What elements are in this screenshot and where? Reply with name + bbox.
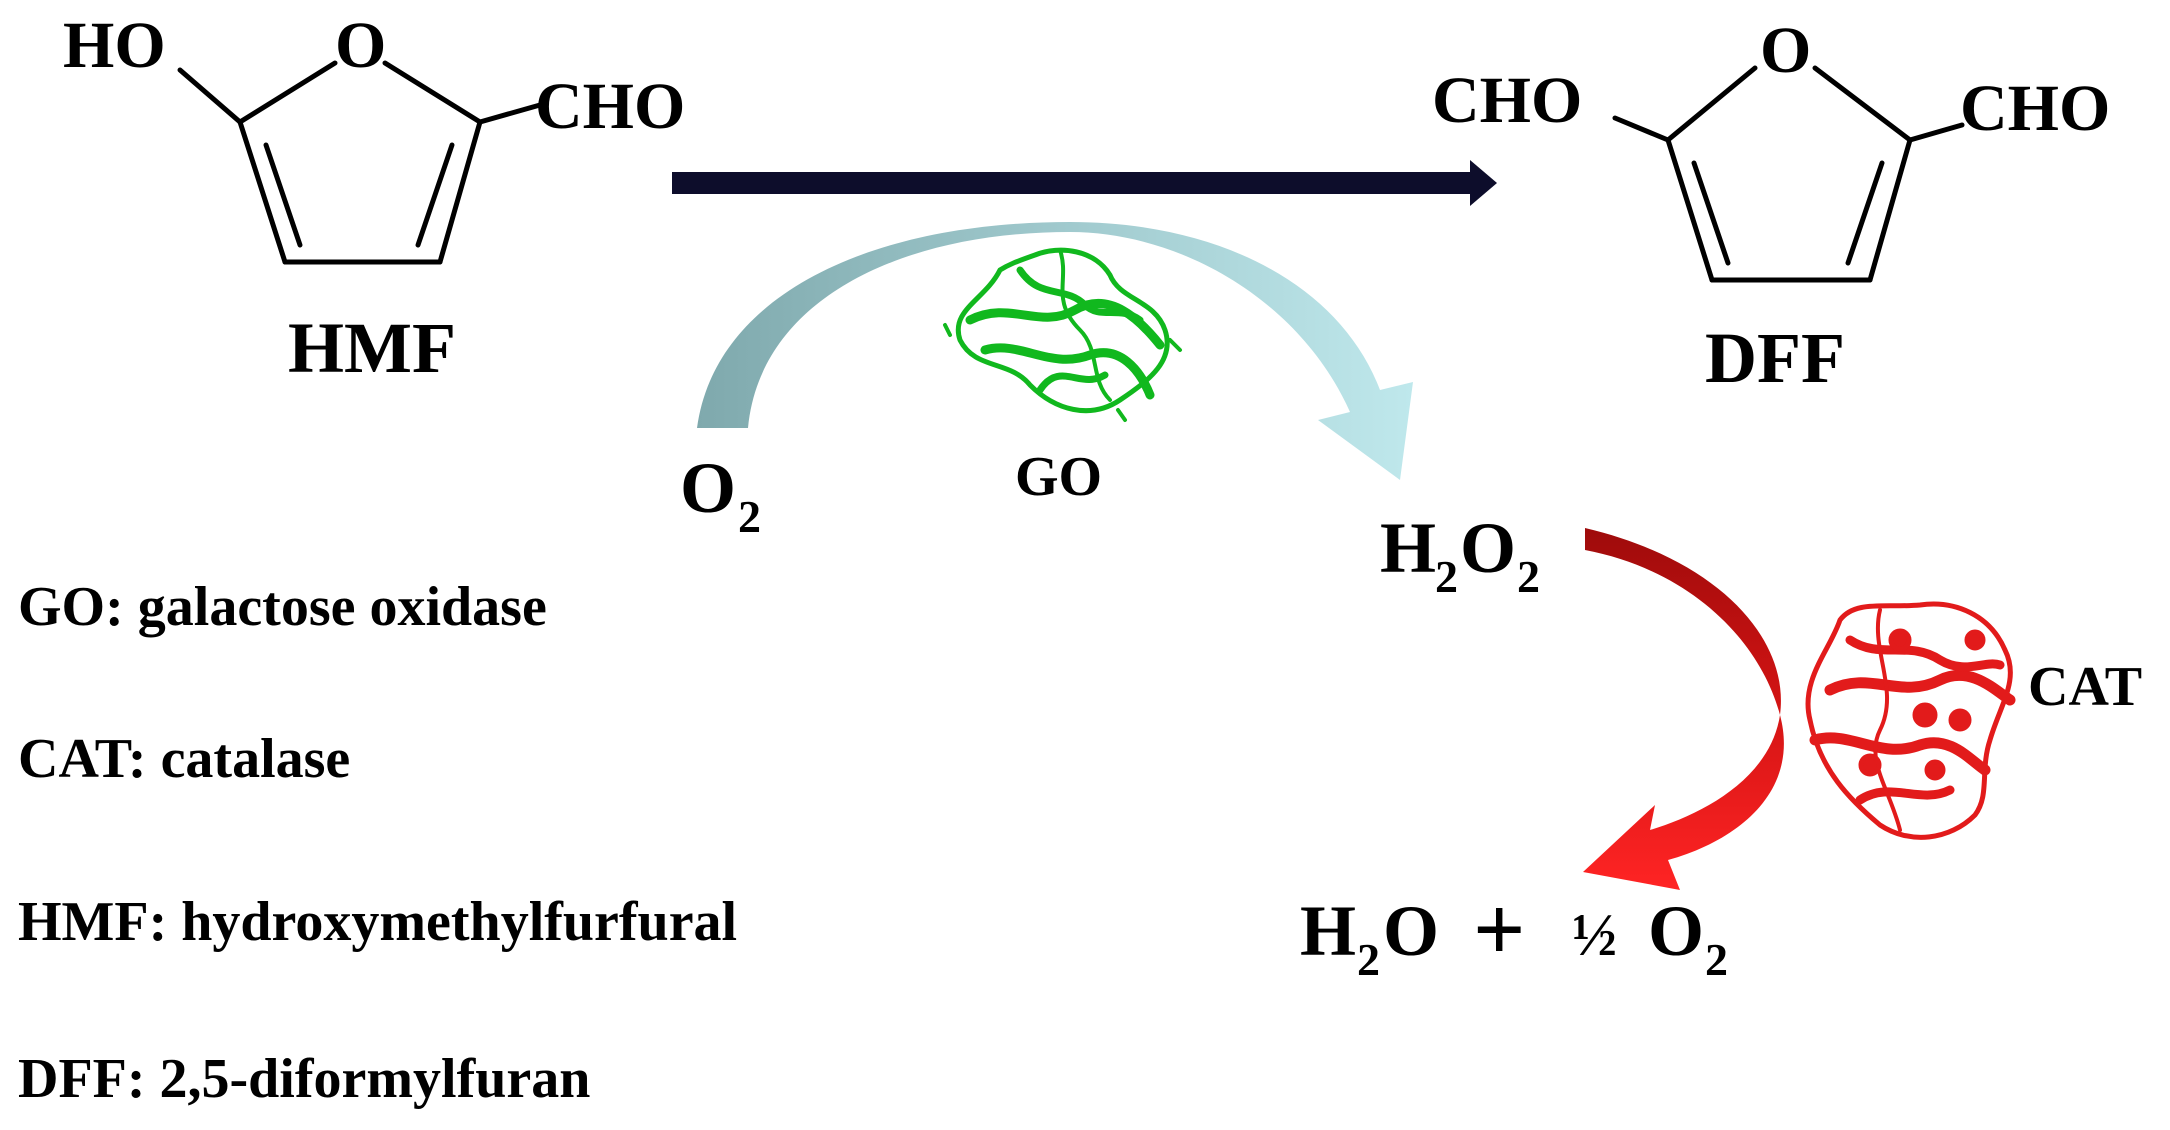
cat-protein-structure: [1805, 601, 2016, 840]
hydrogen-peroxide-label: H 2 O 2: [1380, 508, 1540, 602]
product-sub1: 2: [1357, 934, 1380, 985]
dff-cho-right-label: CHO: [1960, 72, 2110, 145]
hmf-ho-label: HO: [63, 9, 166, 82]
product-o2: O: [1648, 891, 1704, 971]
dff-ring-oxygen: O: [1760, 14, 1811, 87]
dff-structure: [1612, 65, 1965, 283]
hmf-cho-label: CHO: [535, 70, 685, 143]
dff-cho-left-label: CHO: [1432, 64, 1582, 137]
product-o: O: [1383, 891, 1439, 971]
product-h: H: [1300, 891, 1356, 971]
hmf-structure: [177, 60, 543, 265]
o2-subscript: 2: [738, 491, 761, 542]
h2o2-sub2: 2: [1517, 551, 1540, 602]
cat-enzyme-label: CAT: [2028, 656, 2142, 718]
product-plus: +: [1473, 878, 1525, 980]
legend-item-cat: CAT: catalase: [18, 728, 350, 790]
main-reaction-arrow: [672, 160, 1497, 206]
h2o2-sub1: 2: [1435, 551, 1458, 602]
legend-item-go: GO: galactose oxidase: [18, 576, 547, 638]
go-enzyme-label: GO: [1015, 446, 1102, 508]
abbreviation-legend: GO: galactose oxidase CAT: catalase HMF:…: [18, 576, 737, 1110]
o2-main: O: [680, 448, 736, 528]
h2o2-o: O: [1460, 508, 1516, 588]
legend-item-hmf: HMF: hydroxymethylfurfural: [18, 891, 737, 953]
hmf-ring-oxygen: O: [335, 9, 386, 82]
product-sub2: 2: [1705, 934, 1728, 985]
products-label: H 2 O + ½ O 2: [1300, 878, 1728, 985]
dff-name-label: DFF: [1705, 318, 1845, 398]
go-curved-arrow: [697, 222, 1413, 480]
h2o2-h: H: [1380, 508, 1436, 588]
product-half: ½: [1572, 902, 1617, 968]
legend-item-dff: DFF: 2,5-diformylfuran: [18, 1048, 590, 1110]
oxygen-label: O 2: [680, 448, 761, 542]
hmf-name-label: HMF: [288, 308, 456, 388]
cat-curved-arrow: [1583, 528, 1784, 890]
go-protein-structure: [943, 247, 1182, 422]
